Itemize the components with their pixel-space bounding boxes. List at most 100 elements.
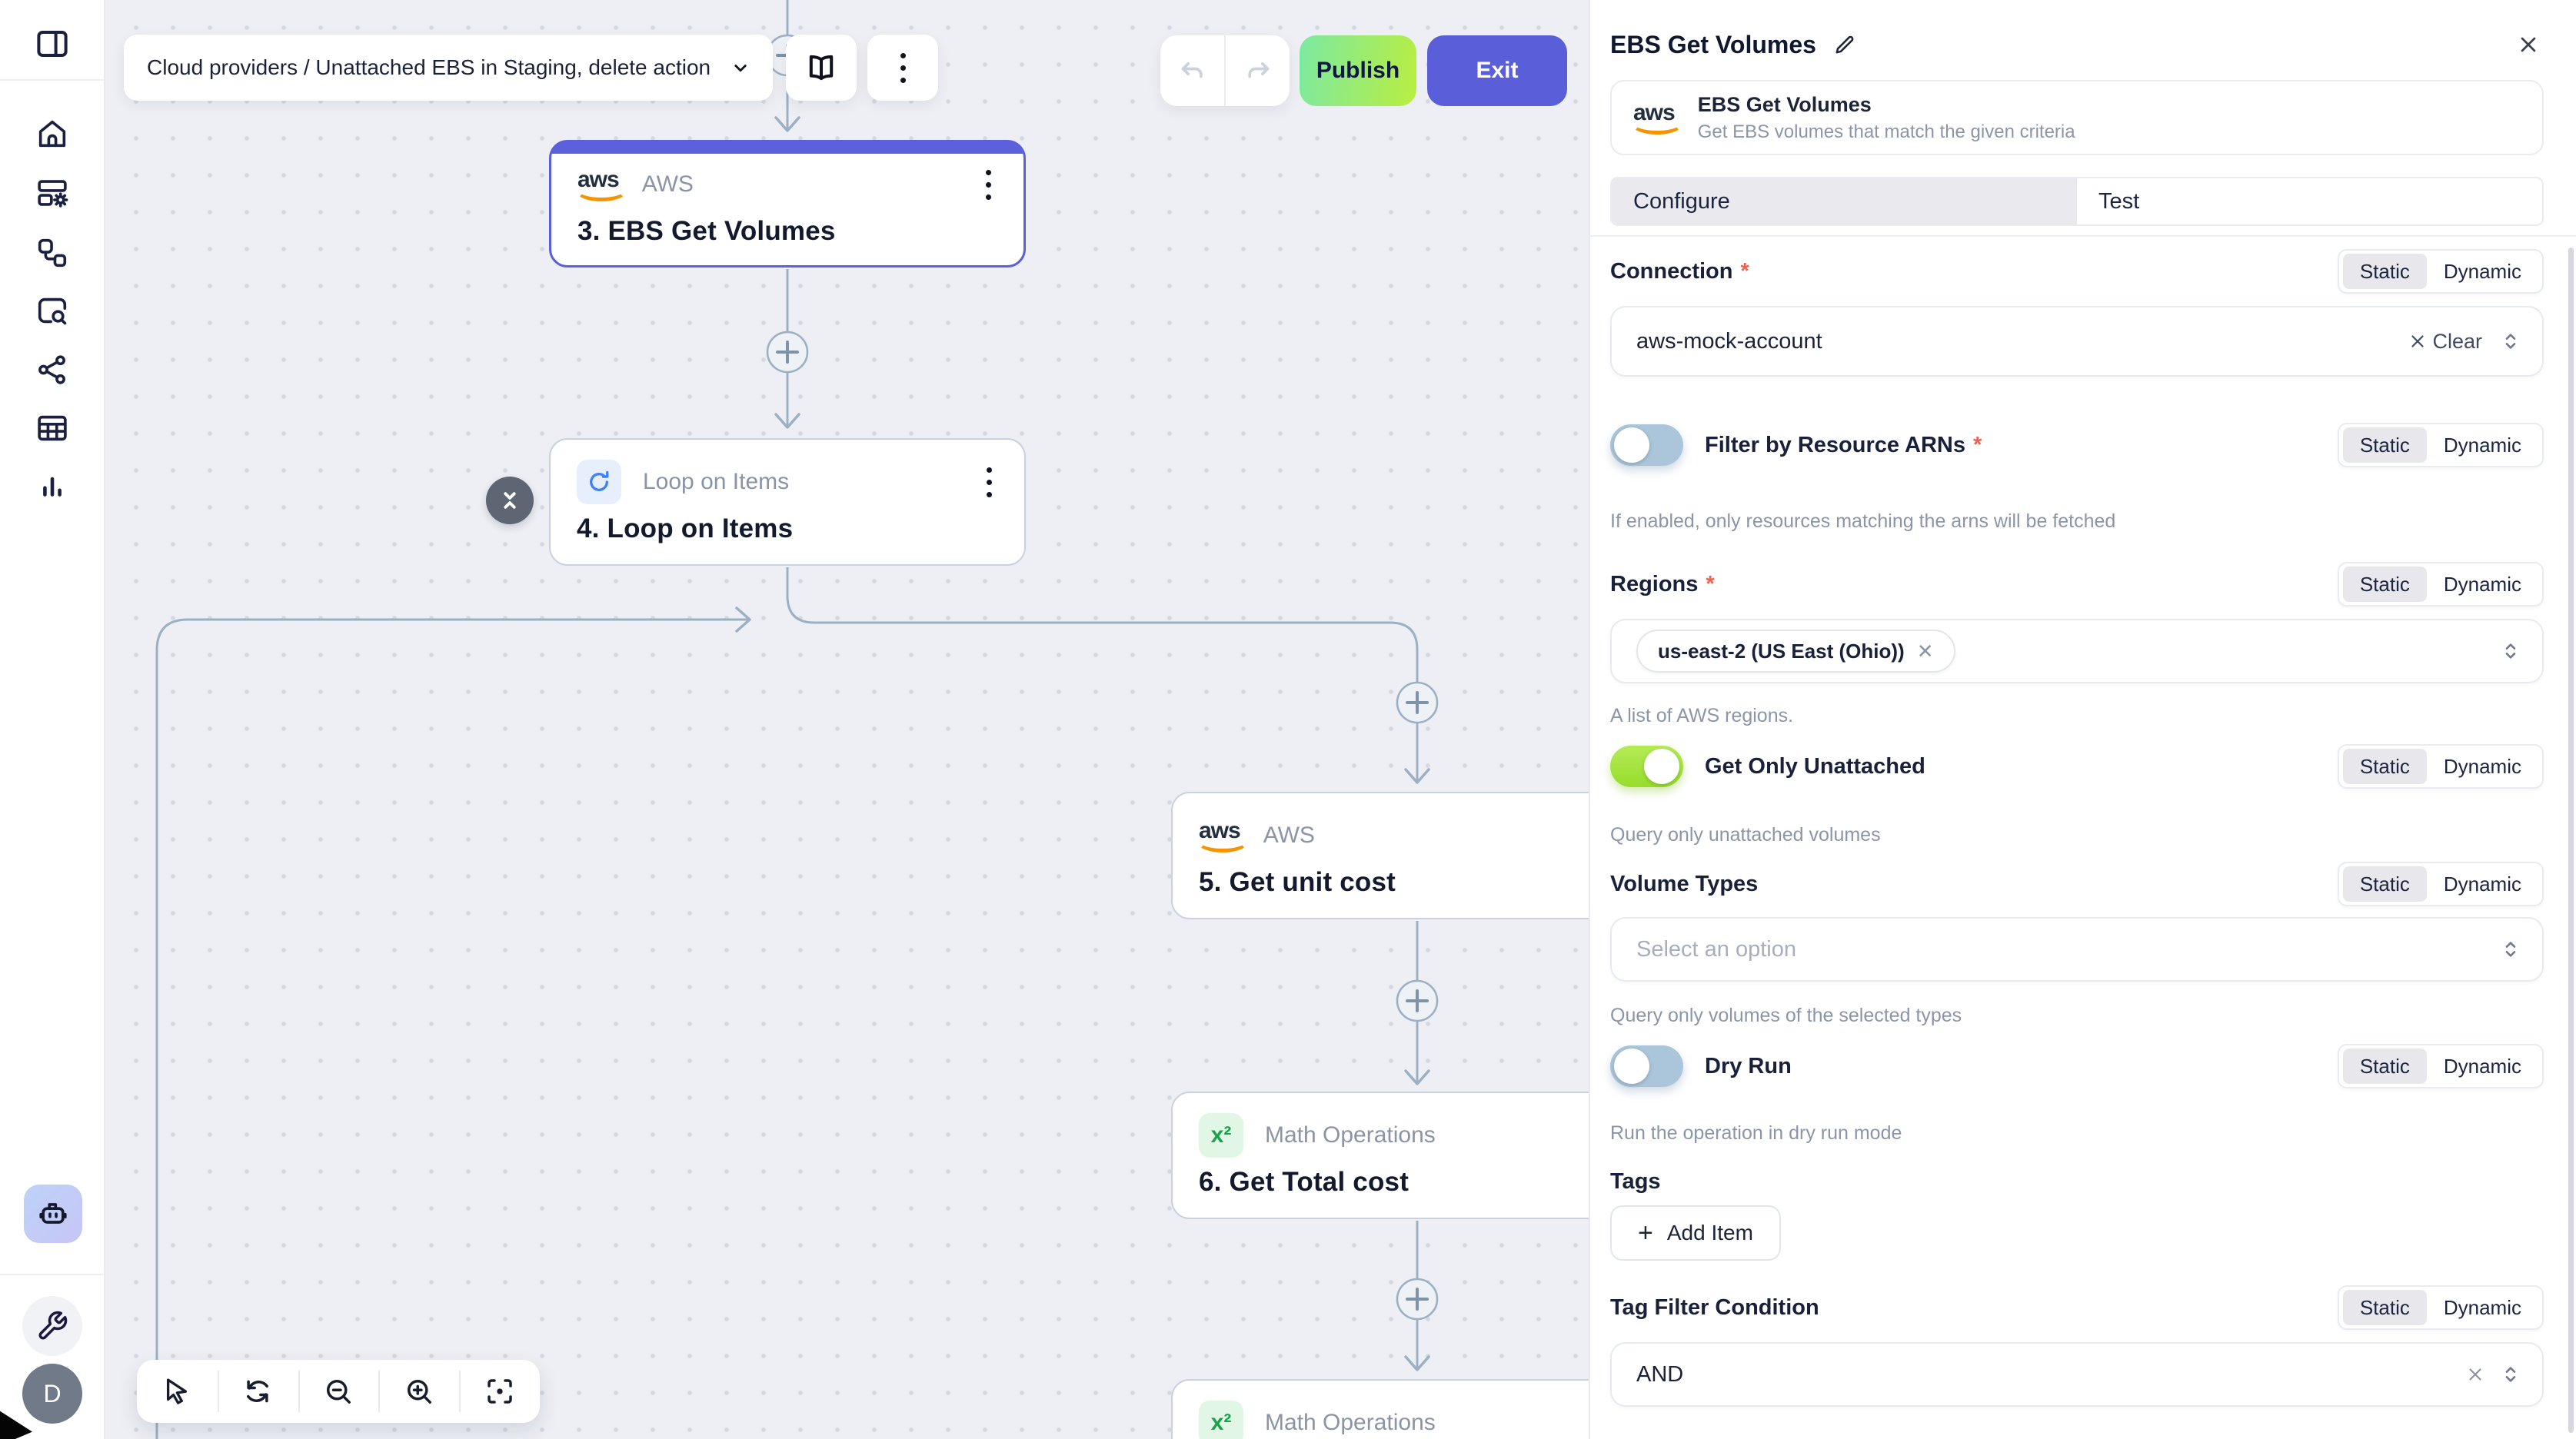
edit-title-icon[interactable]: [1832, 32, 1858, 58]
regions-label: Regions*: [1610, 571, 1715, 597]
dry-run-helper: Run the operation in dry run mode: [1610, 1122, 1902, 1144]
tag-filter-condition-select[interactable]: AND: [1610, 1342, 2544, 1407]
sidebar-item-tables[interactable]: [35, 410, 70, 446]
app-sidebar: D: [0, 0, 105, 1439]
clear-condition-icon[interactable]: [2465, 1364, 2485, 1384]
static-dynamic-toggle[interactable]: Static Dynamic: [2337, 423, 2544, 467]
region-chip[interactable]: us-east-2 (US East (Ohio)) ✕: [1636, 630, 1955, 673]
volume-types-select[interactable]: Select an option: [1610, 917, 2544, 982]
fit-view-button[interactable]: [459, 1360, 540, 1423]
tags-label: Tags: [1610, 1169, 1661, 1194]
dynamic-option[interactable]: Dynamic: [2443, 259, 2521, 283]
node-loop-on-items[interactable]: Loop on Items 4. Loop on Items: [549, 438, 1026, 566]
clear-connection-button[interactable]: Clear: [2408, 330, 2482, 354]
workflow-options-button[interactable]: [867, 35, 938, 101]
wrench-icon: [36, 1310, 68, 1342]
kebab-menu-icon: [894, 50, 912, 86]
sidebar-item-search[interactable]: [35, 293, 70, 328]
static-dynamic-toggle[interactable]: Static Dynamic: [2337, 1285, 2544, 1330]
add-step-button[interactable]: [1396, 979, 1439, 1022]
user-avatar[interactable]: D: [22, 1364, 82, 1424]
action-description: Get EBS volumes that match the given cri…: [1697, 121, 2075, 142]
node-menu-button[interactable]: [980, 167, 997, 203]
select-chevrons-icon: [2499, 938, 2522, 961]
connection-select[interactable]: aws-mock-account Clear: [1610, 306, 2544, 377]
regions-multiselect[interactable]: us-east-2 (US East (Ohio)) ✕: [1610, 619, 2544, 683]
zoom-out-button[interactable]: [298, 1360, 379, 1423]
undo-button[interactable]: [1160, 35, 1224, 106]
add-step-button[interactable]: [766, 331, 809, 374]
sidebar-item-workflows[interactable]: [35, 235, 70, 271]
aws-logo-icon: aws: [1632, 101, 1682, 135]
node-menu-button[interactable]: [980, 464, 998, 500]
static-dynamic-toggle[interactable]: Static Dynamic: [2337, 744, 2544, 789]
book-icon: [804, 51, 838, 85]
dynamic-option[interactable]: Dynamic: [2443, 1054, 2521, 1078]
static-option[interactable]: Static: [2342, 1290, 2427, 1325]
add-step-button[interactable]: [1396, 681, 1439, 724]
panel-scrollbar[interactable]: [2568, 248, 2574, 1433]
close-panel-button[interactable]: [2513, 29, 2544, 60]
static-dynamic-toggle[interactable]: Static Dynamic: [2337, 249, 2544, 294]
node-ebs-get-volumes[interactable]: aws AWS 3. EBS Get Volumes: [549, 140, 1026, 268]
pointer-tool-button[interactable]: [137, 1360, 218, 1423]
panel-tabs: Configure Test: [1610, 177, 2544, 226]
loop-icon: [577, 460, 621, 504]
add-step-button[interactable]: [1396, 1278, 1439, 1321]
dynamic-option[interactable]: Dynamic: [2443, 872, 2521, 896]
sidebar-item-analytics[interactable]: [35, 469, 70, 504]
exit-button[interactable]: Exit: [1427, 35, 1567, 106]
workflow-canvas[interactable]: aws AWS 3. EBS Get Volumes Loop on Items…: [105, 0, 1589, 1439]
math-operations-icon: x²: [1199, 1113, 1243, 1158]
sidebar-item-share[interactable]: [35, 352, 70, 387]
aws-logo-icon: aws: [1197, 819, 1248, 852]
settings-button[interactable]: [22, 1296, 82, 1356]
ai-assistant-button[interactable]: [24, 1185, 82, 1243]
filter-arns-label: Filter by Resource ARNs*: [1705, 432, 1982, 457]
static-option[interactable]: Static: [2342, 254, 2427, 289]
filter-arns-toggle[interactable]: [1610, 424, 1683, 466]
zoom-in-button[interactable]: [378, 1360, 459, 1423]
workflow-breadcrumb-dropdown[interactable]: Cloud providers / Unattached EBS in Stag…: [124, 35, 773, 101]
sidebar-item-home[interactable]: [35, 116, 70, 151]
panel-title: EBS Get Volumes: [1610, 30, 1816, 58]
node-get-unit-cost[interactable]: aws AWS 5. Get unit cost: [1171, 792, 1589, 919]
action-name: EBS Get Volumes: [1697, 92, 1872, 116]
node-get-total-cost[interactable]: x² Math Operations 6. Get Total cost: [1171, 1092, 1589, 1219]
sidebar-toggle-icon[interactable]: [34, 25, 71, 62]
remove-region-icon[interactable]: ✕: [1916, 639, 1934, 663]
static-option[interactable]: Static: [2342, 866, 2427, 902]
get-only-unattached-label: Get Only Unattached: [1705, 753, 1925, 779]
sidebar-divider: [0, 79, 104, 81]
dynamic-option[interactable]: Dynamic: [2443, 572, 2521, 596]
static-option[interactable]: Static: [2342, 749, 2427, 784]
sidebar-item-dashboards[interactable]: [35, 175, 70, 211]
publish-button[interactable]: Publish: [1300, 35, 1416, 106]
regions-helper: A list of AWS regions.: [1610, 705, 1794, 726]
redo-button[interactable]: [1224, 35, 1290, 106]
aws-logo-icon: aws: [576, 168, 627, 201]
collapse-loop-button[interactable]: [486, 477, 534, 524]
dry-run-toggle[interactable]: [1610, 1045, 1683, 1087]
static-dynamic-toggle[interactable]: Static Dynamic: [2337, 562, 2544, 607]
node-math-operations-partial[interactable]: x² Math Operations: [1171, 1379, 1589, 1439]
dynamic-option[interactable]: Dynamic: [2443, 433, 2521, 457]
tab-test[interactable]: Test: [2077, 178, 2542, 224]
dynamic-option[interactable]: Dynamic: [2443, 754, 2521, 778]
select-chevrons-icon: [2499, 330, 2522, 353]
docs-button[interactable]: [786, 35, 857, 101]
tab-configure[interactable]: Configure: [1612, 178, 2077, 224]
static-dynamic-toggle[interactable]: Static Dynamic: [2337, 1044, 2544, 1088]
static-option[interactable]: Static: [2342, 427, 2427, 463]
workflow-edges: [155, 0, 1439, 1439]
connection-label: Connection*: [1610, 258, 1749, 284]
static-option[interactable]: Static: [2342, 1049, 2427, 1084]
dynamic-option[interactable]: Dynamic: [2443, 1295, 2521, 1319]
add-tag-item-button[interactable]: + Add Item: [1610, 1205, 1781, 1261]
refresh-layout-button[interactable]: [217, 1360, 298, 1423]
get-only-unattached-toggle[interactable]: [1610, 746, 1683, 787]
static-dynamic-toggle[interactable]: Static Dynamic: [2337, 862, 2544, 906]
static-option[interactable]: Static: [2342, 567, 2427, 602]
node-app-name: Math Operations: [1265, 1410, 1436, 1435]
